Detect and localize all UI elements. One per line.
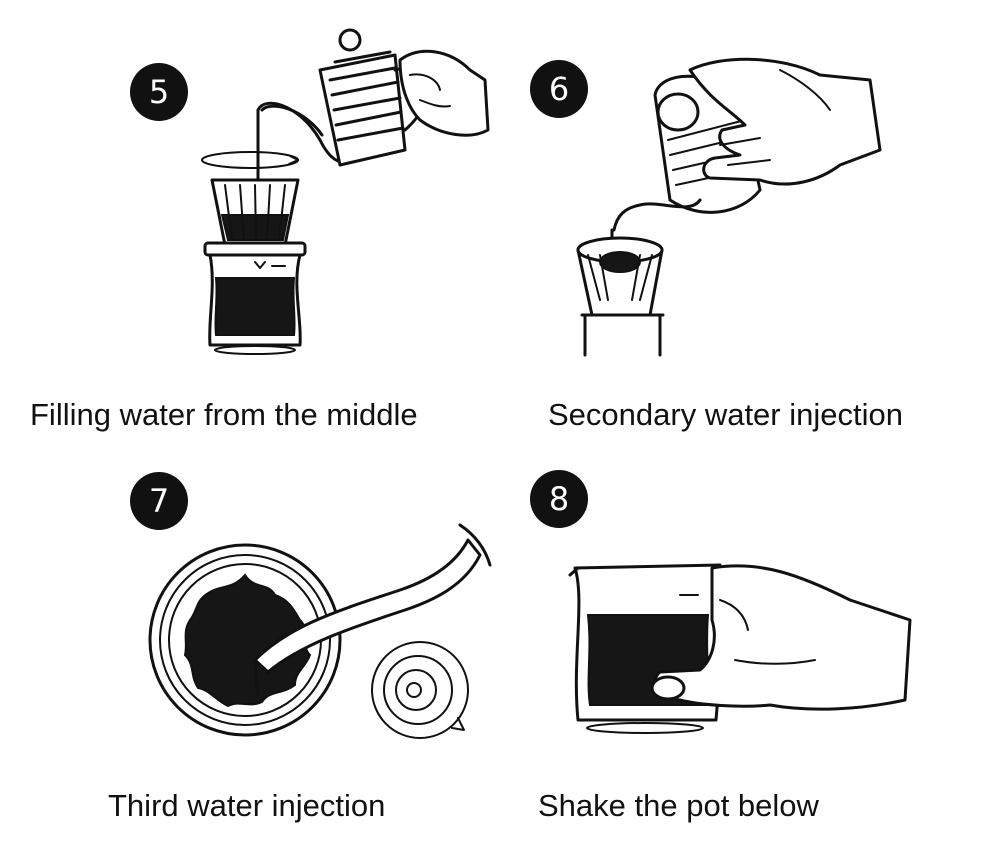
step-7-number: 7 xyxy=(148,482,170,520)
step-7-badge: 7 xyxy=(130,472,188,530)
step-5-badge: 5 xyxy=(130,63,188,121)
step-6-number: 6 xyxy=(548,70,570,108)
step-8-number: 8 xyxy=(548,480,570,518)
step-8-caption: Shake the pot below xyxy=(538,788,819,823)
step-6-badge: 6 xyxy=(530,60,588,118)
step-6-caption: Secondary water injection xyxy=(548,397,903,432)
step-8-badge: 8 xyxy=(530,470,588,528)
step-5-caption: Filling water from the middle xyxy=(30,397,418,432)
step-5-number: 5 xyxy=(148,73,170,111)
step-7-caption: Third water injection xyxy=(108,788,386,823)
